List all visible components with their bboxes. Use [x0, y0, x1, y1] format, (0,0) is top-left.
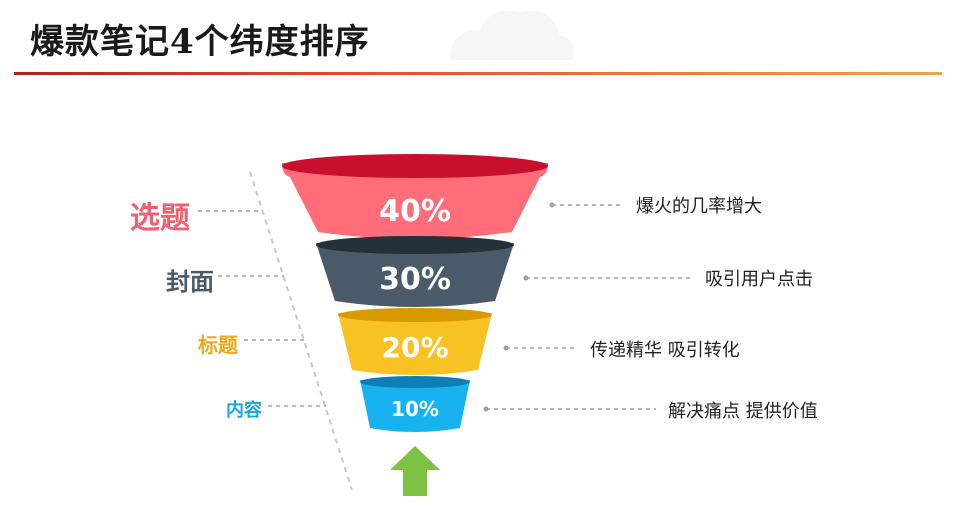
- funnel-percent-2: 30%: [379, 262, 451, 297]
- funnel-segment-1-top: [282, 154, 548, 178]
- funnel-stage-3: 20%: [338, 308, 492, 375]
- funnel-segment-4-top: [360, 376, 470, 388]
- funnel-segment-4: [360, 380, 470, 432]
- funnel-segment-2-top: [316, 236, 514, 254]
- funnel-percent-4: 10%: [391, 397, 439, 421]
- funnel-segment-1: [282, 163, 548, 239]
- stage-label-2: 封面: [166, 268, 214, 296]
- stage-note-4: 解决痛点 提供价值: [668, 401, 818, 422]
- funnel-segment-2: [316, 243, 514, 307]
- funnel-percent-1: 40%: [379, 194, 451, 229]
- funnel-percent-3: 20%: [381, 331, 448, 364]
- stage-note-3: 传递精华 吸引转化: [590, 340, 740, 361]
- title-divider: [14, 72, 942, 75]
- decorative-cloud-icon: [440, 0, 580, 70]
- funnel-stage-4: 10%: [360, 376, 470, 432]
- funnel-segment-3: [338, 313, 492, 375]
- stage-note-2: 吸引用户点击: [705, 269, 813, 290]
- stage-label-3: 标题: [198, 333, 238, 357]
- stage-note-1: 爆火的几率增大: [636, 196, 762, 217]
- funnel-segment-3-top: [338, 308, 492, 322]
- funnel-stage-1: 40%: [282, 154, 548, 239]
- stage-label-4: 内容: [226, 400, 262, 421]
- funnel-stage-2: 30%: [316, 236, 514, 307]
- page-title: 爆款笔记4个纬度排序: [30, 22, 370, 62]
- stage-label-1: 选题: [130, 201, 190, 236]
- up-arrow-icon: [390, 446, 440, 496]
